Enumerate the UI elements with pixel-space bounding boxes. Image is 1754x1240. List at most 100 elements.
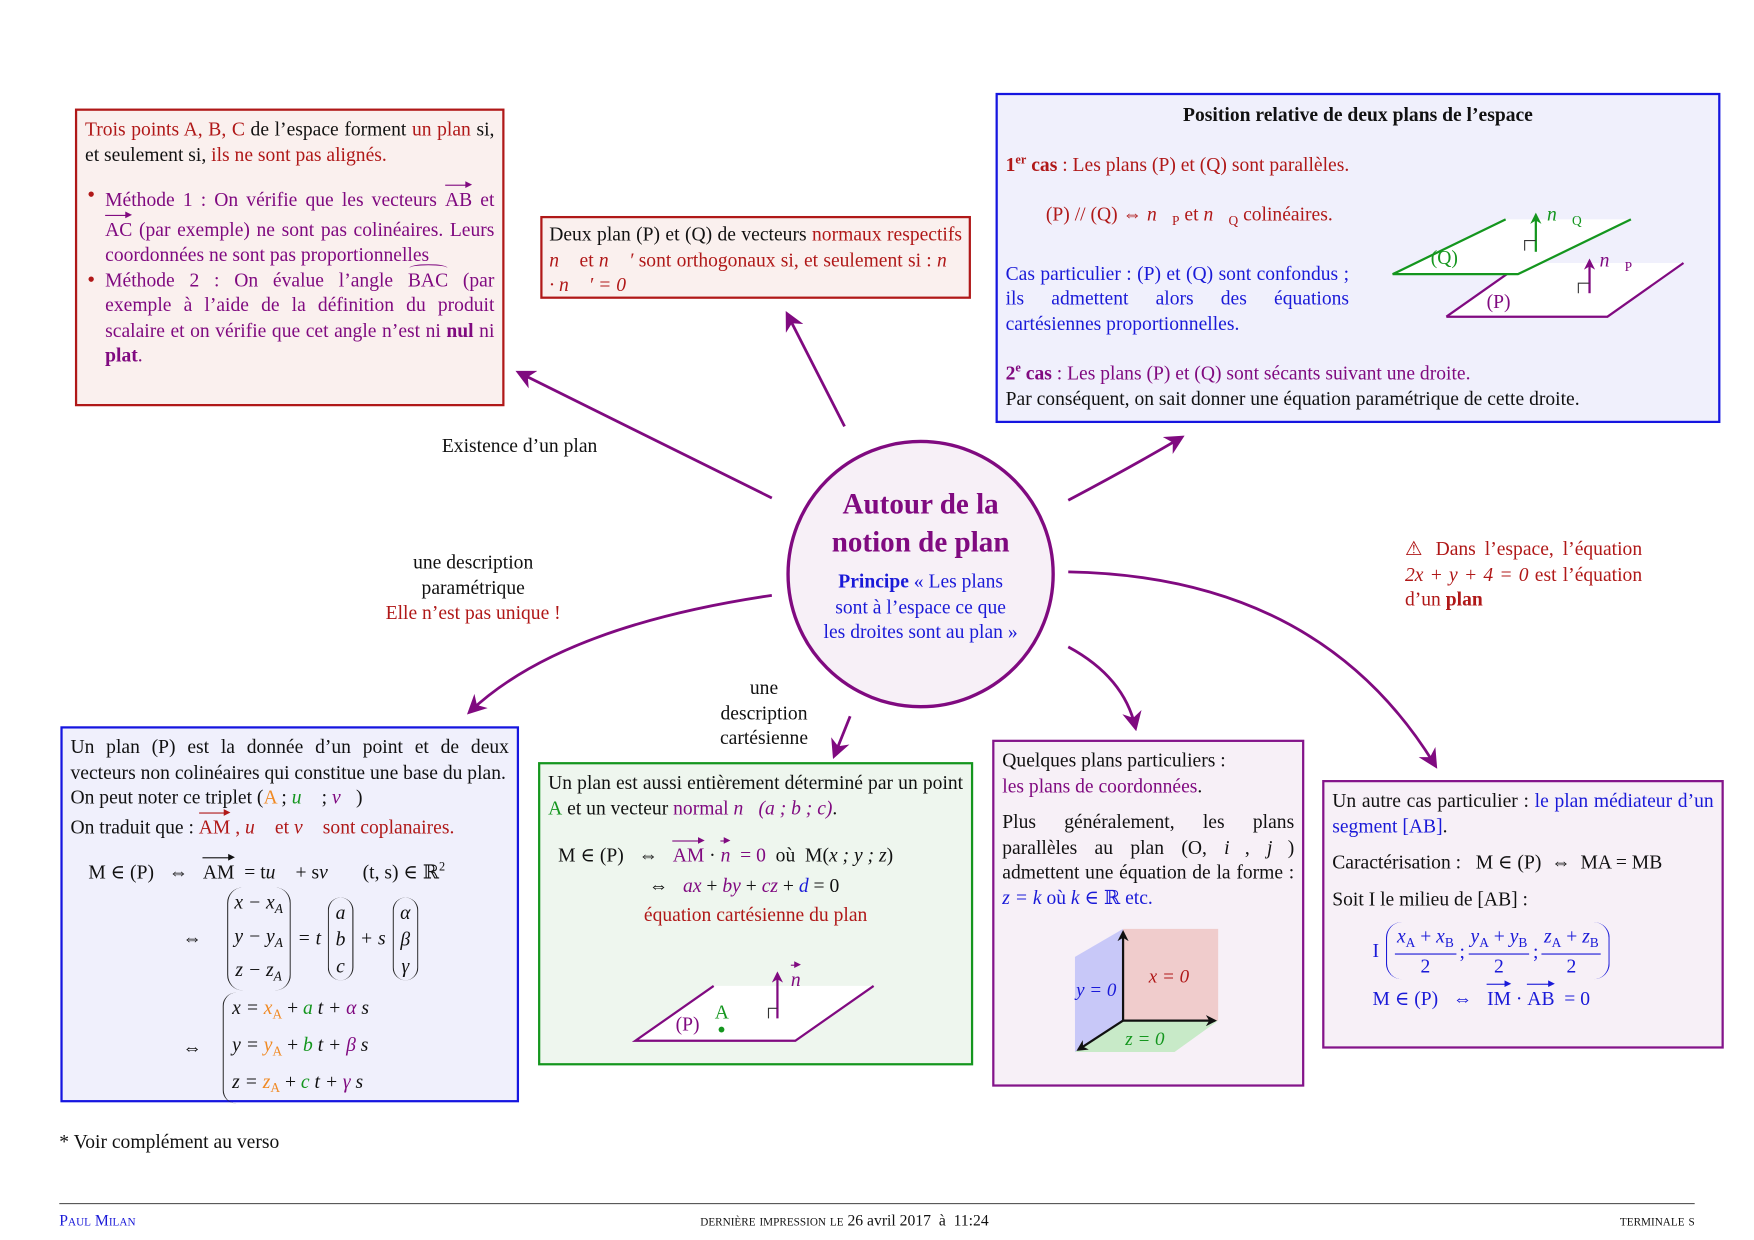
- text-segment: x ; y ; z: [828, 843, 887, 867]
- text-segment: n⃗ ′: [598, 247, 634, 271]
- normal-q-subscript: Q: [1572, 212, 1582, 229]
- text-segment: n: [720, 837, 731, 867]
- equivalence-symbol: ⇔: [182, 926, 202, 950]
- mediator-characterisation: Caractérisation : M ∈ (P) ⇔ MA = MB: [1332, 850, 1663, 873]
- text-segment: M ∈ (P) ⇔: [558, 843, 673, 867]
- existence-intro: Trois points A, B, C de l’espace forment…: [85, 116, 494, 166]
- text-segment: A: [273, 967, 282, 984]
- existence-label: Existence d’un plan: [441, 434, 598, 457]
- coordinate-planes-highlight: les plans de coordonnées: [1002, 773, 1198, 797]
- text-segment: de l’espace forment: [244, 117, 412, 140]
- orthogonal-box: Deux plan (P) et (Q) de vecteurs normaux…: [540, 215, 971, 299]
- denominator: 2: [1420, 954, 1431, 977]
- text-segment: ax: [683, 873, 702, 896]
- cartesian-box: Un plan est aussi entièrement déterminé …: [538, 762, 974, 1066]
- cartesian-eq-2: ⇔ ax + by + cz + d = 0: [649, 872, 963, 897]
- arrow-to-coordinate: [1067, 645, 1142, 732]
- orthogonal-text: Deux plan (P) et (Q) de vecteurs normaux…: [549, 222, 962, 298]
- text-segment: B: [1444, 934, 1454, 951]
- text-segment: d: [798, 873, 809, 896]
- text-segment: : Les plans (P) et (Q) sont parallèles.: [1057, 152, 1350, 176]
- x0-label: x = 0: [1148, 965, 1190, 988]
- text-segment: (t, s) ∈ ℝ: [343, 860, 440, 883]
- text-segment: n⃗: [1203, 202, 1229, 225]
- text-segment: ∈ ℝ etc.: [1079, 885, 1153, 909]
- text-segment: z: [262, 1069, 271, 1092]
- param-label-line-1: une description: [413, 550, 534, 573]
- vector-column-v: α β γ: [392, 896, 419, 980]
- text-segment: (par exemple à l’aide de la définition d…: [105, 268, 495, 341]
- footer-rule: [59, 1203, 1695, 1205]
- triplet-line: On peut noter ce triplet (A ; u⃗ ; v⃗): [70, 784, 508, 809]
- text-segment: A: [270, 1079, 281, 1096]
- footer-printed: dernière impression le 26 avril 2017 à 1…: [700, 1213, 988, 1231]
- text-segment: B: [1518, 934, 1528, 951]
- text-segment: = 0: [730, 843, 766, 867]
- text-segment: u⃗: [291, 785, 317, 808]
- text-segment: = t: [234, 860, 266, 883]
- text-segment: u⃗: [265, 860, 291, 883]
- cartesian-eq-1: M ∈ (P) ⇔ AM · n = 0 où M(x ; y ; z): [558, 837, 963, 868]
- param-label-line-2: paramétrique: [421, 575, 525, 599]
- text-segment: ;: [316, 785, 333, 808]
- text-segment: A: [274, 933, 283, 950]
- arrow-to-cartesian: [831, 715, 852, 760]
- footer-printed-date: 26 avril 2017 à 11:24: [847, 1213, 989, 1230]
- column-entry: x − xA: [234, 888, 283, 922]
- position-title: Position relative de deux plans de l’esp…: [1183, 102, 1533, 126]
- existence-box: Trois points A, B, C de l’espace forment…: [74, 108, 505, 407]
- parametric-box: Un plan (P) est la donnée d’un point et …: [60, 726, 520, 1103]
- text-segment: et: [472, 188, 495, 211]
- text-segment: plan: [1445, 587, 1483, 610]
- text-segment: n⃗ · n⃗ ′ = 0: [549, 247, 962, 296]
- central-node: Autour de la notion de plan Principe « L…: [786, 439, 1055, 709]
- z0-label: z = 0: [1125, 1028, 1165, 1050]
- column-entry: β: [400, 927, 411, 950]
- text-segment: et: [1179, 202, 1204, 225]
- text-segment: AB: [1527, 980, 1555, 1010]
- text-segment: BAC: [407, 263, 449, 291]
- column-entry: α: [400, 900, 411, 923]
- case-1-equation: (P) // (Q) ⇔ n⃗P et n⃗Q colinéaires.: [1046, 201, 1710, 233]
- text-segment: + s: [290, 860, 320, 883]
- denominator: 2: [1566, 954, 1577, 977]
- text-segment: u⃗: [245, 815, 271, 838]
- matrix-equation: ⇔ x − xA y − yA z − zA = t a b c + s α β…: [182, 886, 509, 990]
- text-segment: Q: [1228, 212, 1239, 229]
- text-segment: ·: [704, 843, 721, 867]
- method-1: Méthode 1 : On vérifie que les vecteurs …: [87, 181, 495, 266]
- mediator-intro: Un autre cas particulier : le plan média…: [1332, 788, 1713, 838]
- arrow-to-existence: [515, 370, 773, 500]
- text-segment: .: [137, 343, 143, 366]
- text-segment: A: [548, 796, 563, 819]
- text-segment: z: [1544, 924, 1552, 947]
- text-segment: où: [1041, 885, 1071, 909]
- text-segment: Cas particulier : (P) et (Q) sont confon…: [1005, 261, 1350, 335]
- system-line-x: x = xA + a t + α s: [232, 992, 369, 1029]
- column-entry: a: [335, 900, 346, 923]
- text-segment: s: [356, 995, 369, 1018]
- coordinate-general: Plus généralement, les plans parallèles …: [1002, 809, 1294, 910]
- text-segment: P: [1172, 212, 1180, 229]
- text-segment: v⃗: [319, 860, 344, 883]
- denominator: 2: [1494, 954, 1504, 977]
- cartesian-label-line-1: une: [749, 675, 779, 699]
- warning-note: ⚠ Dans l’espace, l’équation 2x + y + 4 =…: [1405, 536, 1642, 612]
- text-segment: normaux respectifs: [812, 222, 963, 246]
- plane-p-label: (P): [675, 1012, 700, 1036]
- text-segment: Méthode 2 : On évalue l’angle: [105, 268, 408, 291]
- central-title: Autour de la notion de plan: [831, 487, 1010, 559]
- text-segment: z: [1582, 924, 1590, 947]
- text-segment: 1: [1005, 152, 1016, 176]
- text-segment: y − y: [234, 923, 275, 947]
- text-segment: a: [303, 995, 313, 1018]
- text-segment: AM: [672, 837, 705, 867]
- normal-q-label: n⃗Q: [1547, 201, 1582, 233]
- text-segment: A: [274, 900, 283, 916]
- text-segment: b: [303, 1032, 313, 1055]
- text-segment: est l’équation d’un: [1404, 562, 1643, 610]
- text-segment: s: [355, 1032, 369, 1055]
- text-segment: sont orthogonaux si, et seulement si :: [633, 247, 937, 271]
